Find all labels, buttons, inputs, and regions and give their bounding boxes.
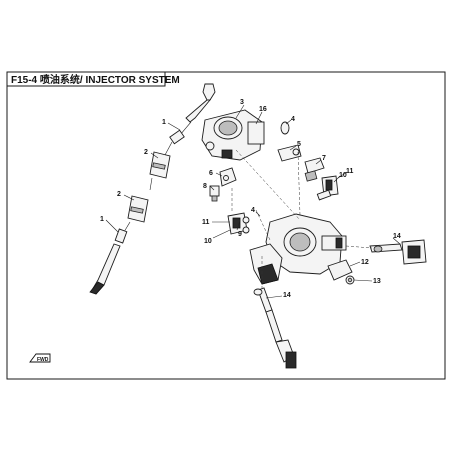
sensor-lead-part-14-right (369, 239, 427, 265)
leader-line (337, 171, 348, 179)
callout-number: 16 (259, 106, 267, 113)
callout-number: 4 (291, 116, 295, 123)
callout-number: 14 (283, 292, 291, 299)
leader-line (255, 111, 263, 125)
callout-number: 14 (393, 233, 401, 240)
forward-direction-badge: FWD (29, 353, 51, 363)
leader-line (349, 261, 361, 267)
injector-upper-part-11 (316, 175, 339, 201)
leader-line (212, 229, 231, 239)
callout-number: 10 (339, 172, 347, 179)
forward-arrow-icon (29, 353, 51, 363)
callout-number: 4 (251, 207, 255, 214)
bolt-part-8 (209, 185, 220, 202)
callout-number: 12 (361, 259, 369, 266)
assembly-line (297, 151, 301, 216)
bolt-part-13 (345, 275, 355, 285)
title-box (6, 71, 166, 87)
sensor-part-12 (327, 259, 353, 281)
fuel-hose-lower-assembly (89, 228, 128, 295)
callout-number: 2 (144, 149, 148, 156)
callout-number: 7 (322, 155, 326, 162)
leader-line (123, 194, 135, 201)
page-title: F15-4 喷油系统/ INJECTOR SYSTEM (11, 73, 180, 86)
quick-coupler-upper (149, 151, 171, 191)
throttle-body (201, 109, 265, 161)
forward-label: FWD (37, 357, 49, 363)
callout-number: 1 (162, 119, 166, 126)
callout-number: 10 (204, 238, 212, 245)
callout-number: 6 (209, 170, 213, 177)
callout-number: 1 (100, 216, 104, 223)
quick-coupler-lower (123, 195, 149, 233)
callout-number: 2 (117, 191, 121, 198)
oring-part-4 (280, 121, 290, 135)
leader-line (215, 172, 223, 177)
bracket-part-6 (219, 167, 237, 187)
callout-number: 11 (202, 219, 210, 226)
leader-line (236, 219, 241, 231)
callout-number: 3 (240, 99, 244, 106)
intake-manifold-body (265, 213, 347, 275)
leader-line (105, 219, 119, 233)
fuel-hose-upper-assembly (164, 83, 216, 156)
leader-line (150, 152, 159, 159)
map-sensor-part-5 (277, 144, 302, 162)
callout-number: 5 (297, 141, 301, 148)
leader-line (289, 145, 297, 151)
callout-number: 13 (373, 278, 381, 285)
sensor-lead-part-14-lower (253, 287, 297, 369)
leader-line (255, 211, 261, 217)
callout-number: 9 (238, 231, 242, 238)
callout-number: 11 (346, 168, 354, 175)
leader-line (353, 279, 373, 282)
leader-line (209, 185, 215, 191)
assembly-line (235, 149, 301, 221)
assembly-line (255, 209, 271, 241)
leader-line (167, 122, 181, 131)
ecu-bracket-part (249, 243, 283, 285)
diagram-frame (6, 71, 446, 380)
leader-line (235, 104, 245, 119)
assembly-line (345, 245, 373, 249)
leader-line (392, 237, 401, 245)
injector-lower-part-11 (227, 212, 250, 235)
leader-line (315, 159, 322, 165)
callout-number: 8 (203, 183, 207, 190)
leader-line (265, 295, 283, 299)
leader-line (285, 119, 292, 125)
